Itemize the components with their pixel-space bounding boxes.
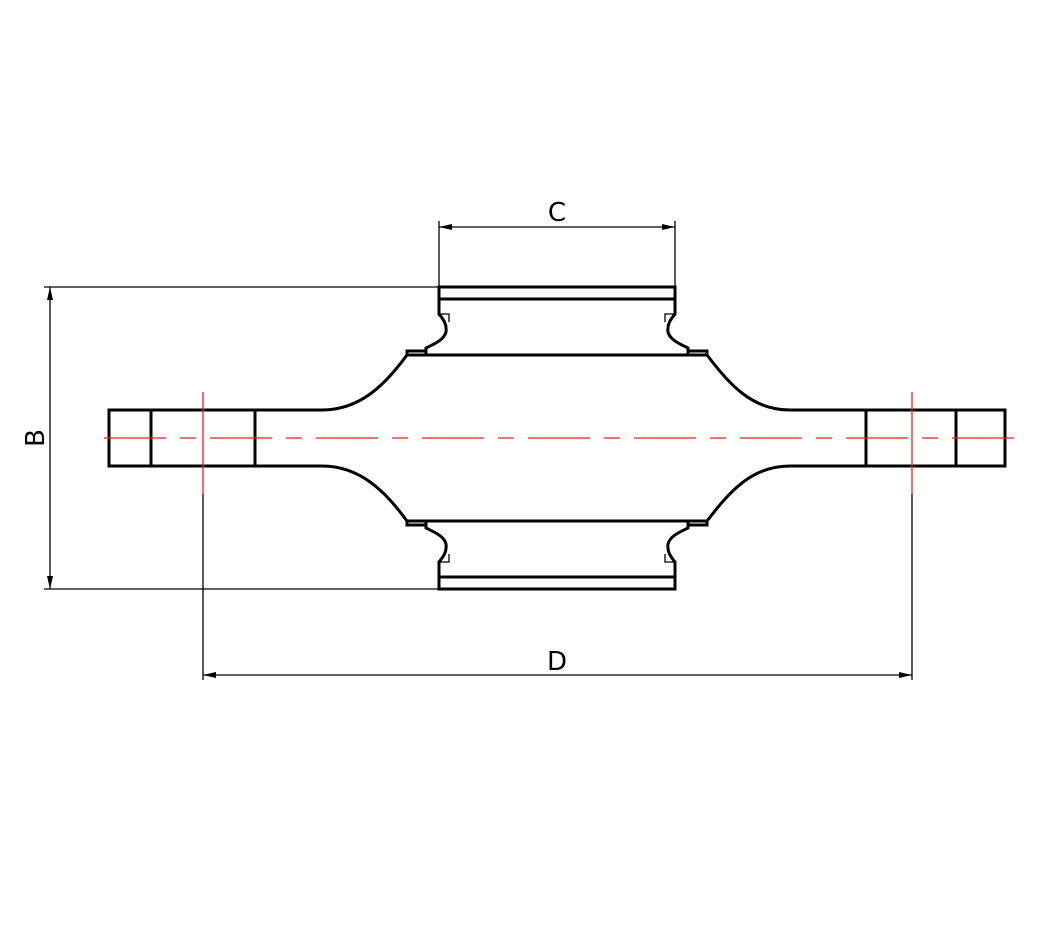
dim-c-arrow-left [439,224,452,230]
dim-b-label: B [21,429,51,447]
dim-d-arrow-left [203,672,216,678]
dim-b-arrow-bottom [47,576,53,589]
dim-c-label: C [548,198,566,228]
top-rubber-element [405,285,709,357]
dimension-c: C [438,198,676,287]
top-outer-sleeve [437,285,677,301]
dim-c-arrow-right [662,224,675,230]
bottom-right-lip [664,554,675,563]
top-right-lip [664,313,675,322]
bottom-outer-sleeve [437,575,677,591]
bottom-left-step [405,519,426,527]
top-rubber-section [424,297,690,357]
bottom-right-step [688,519,709,527]
centerlines [104,392,1022,494]
bottom-left-lip [439,554,450,563]
dim-d-label: D [547,647,567,677]
top-left-lip [439,313,450,322]
dimension-d: D [202,494,913,680]
dim-b-arrow-top [47,287,53,300]
top-right-step [688,349,709,357]
dim-d-arrow-right [899,672,912,678]
bottom-rubber-element [405,519,709,591]
top-left-step [405,349,426,357]
dimension-b: B [21,286,439,590]
bottom-rubber-section [424,519,690,579]
